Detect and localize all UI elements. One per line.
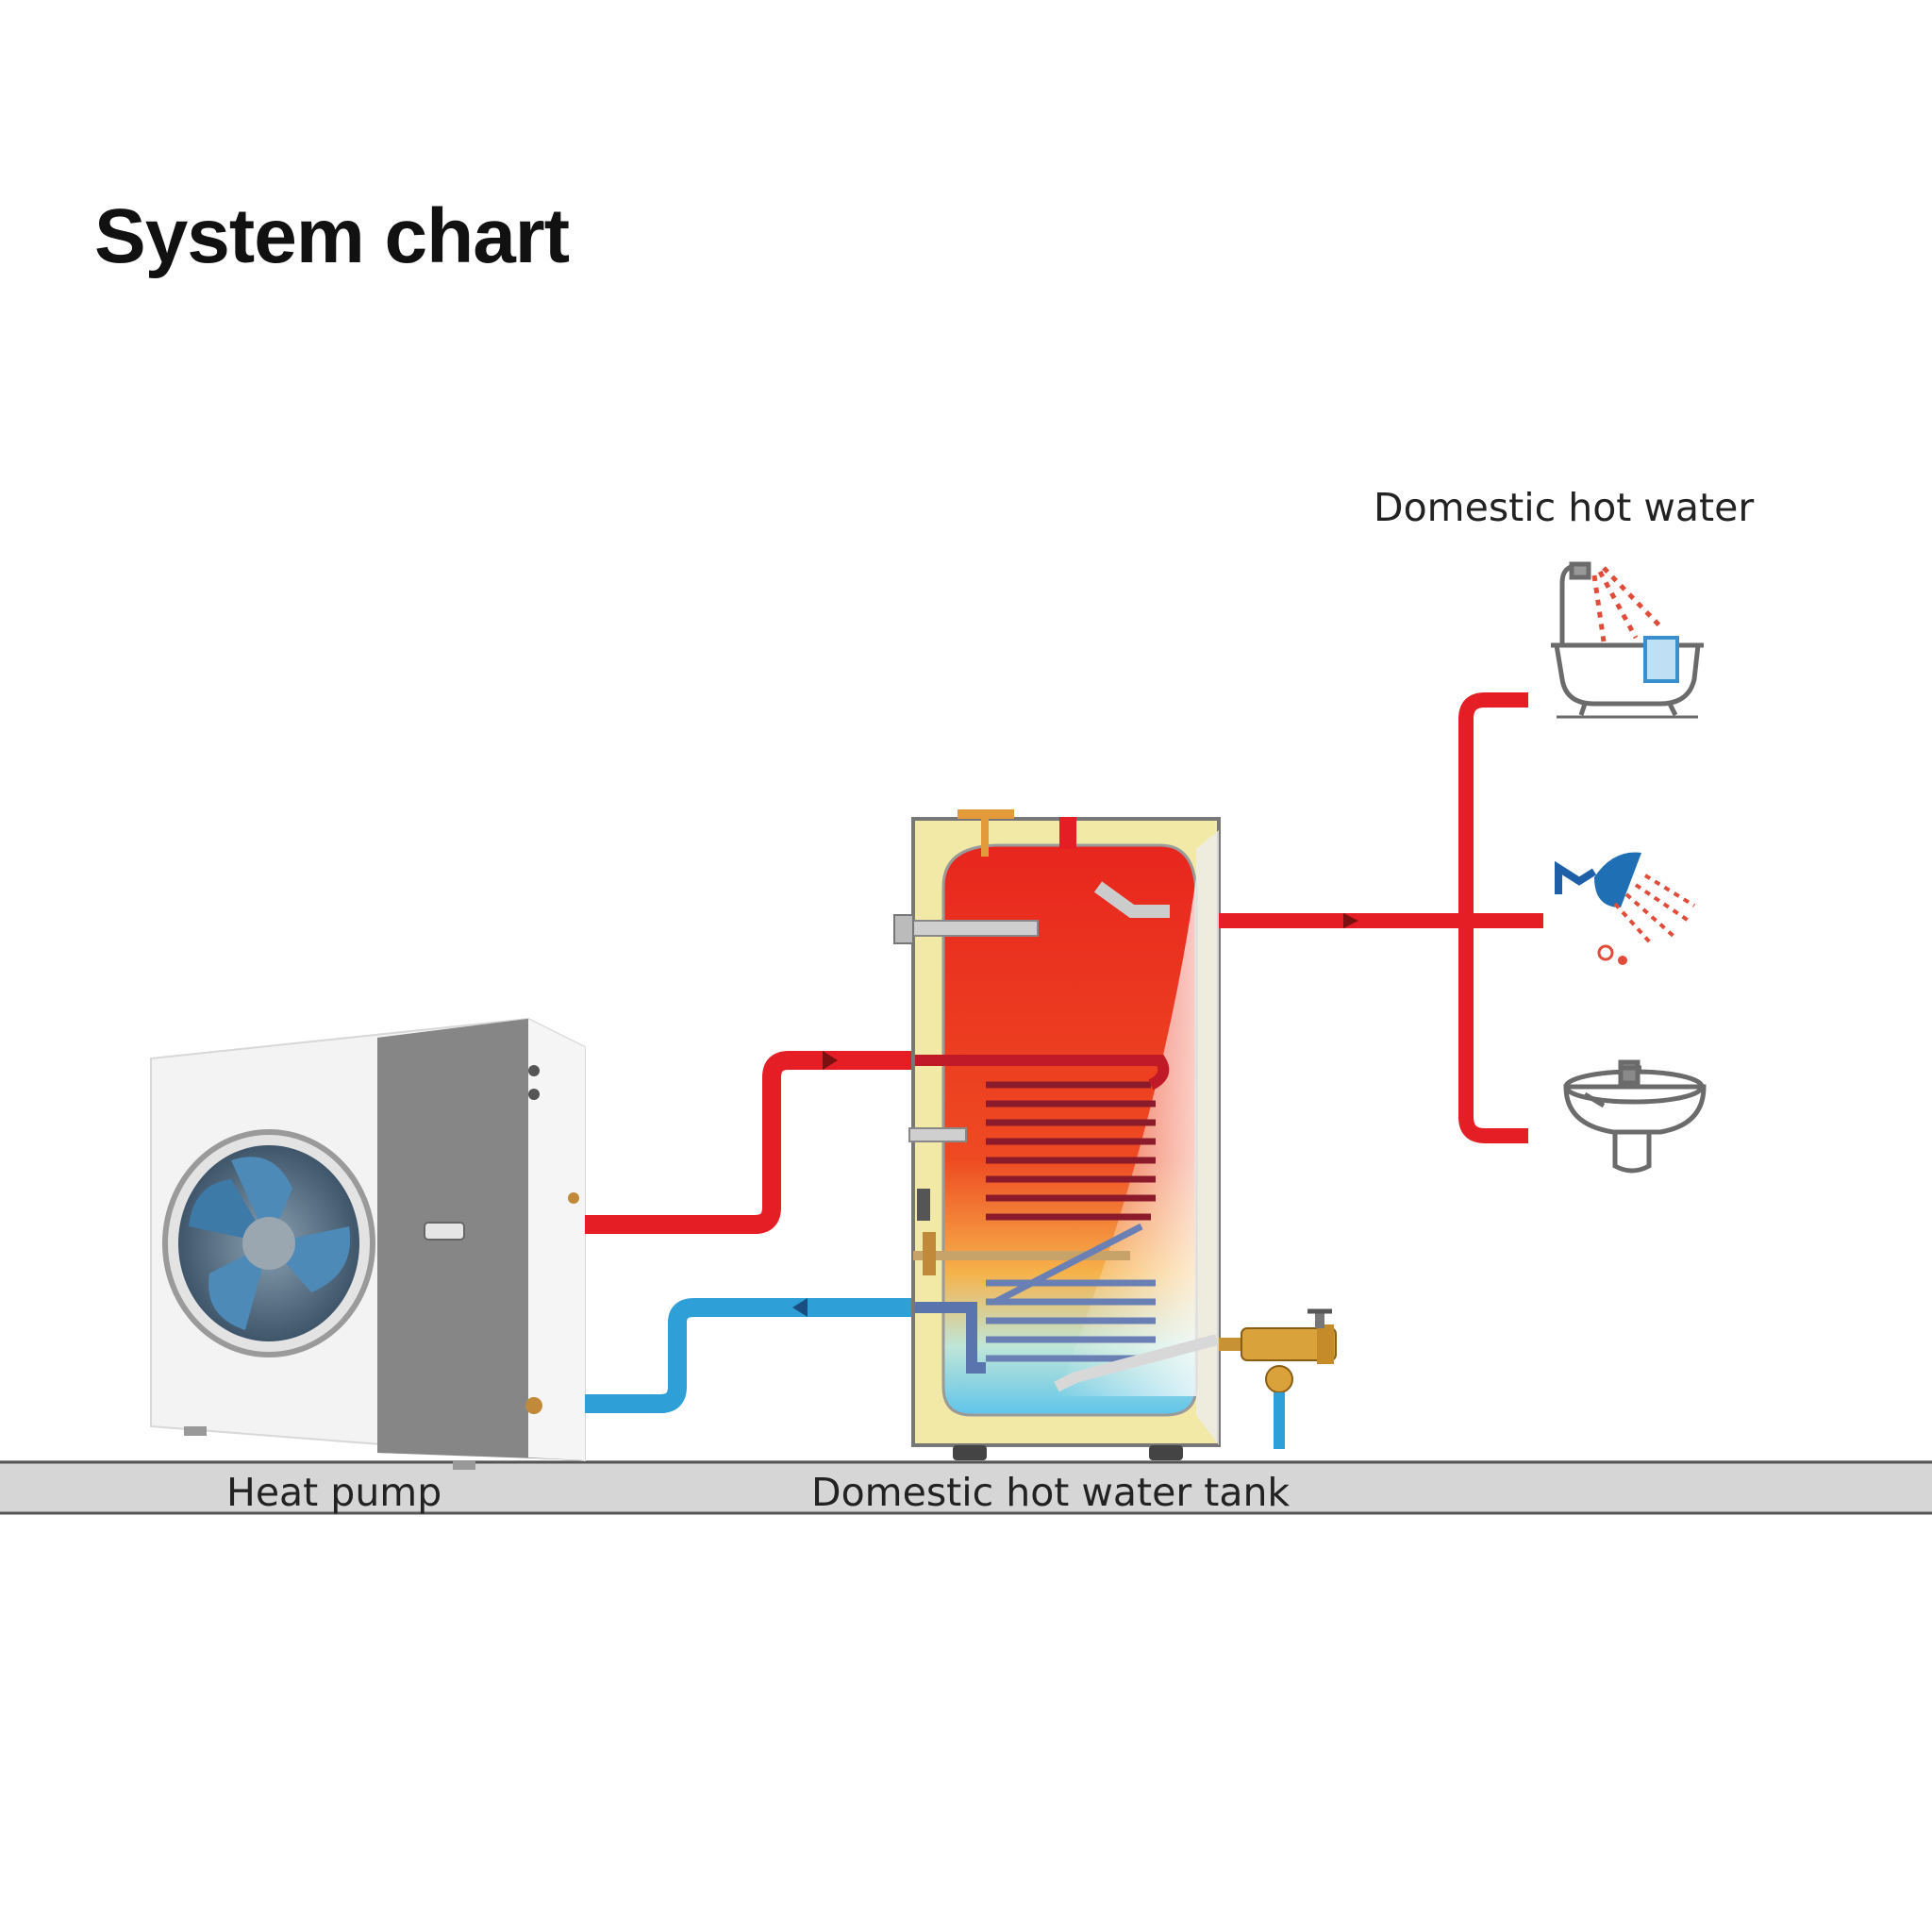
tank-label: Domestic hot water tank <box>811 1470 1291 1515</box>
cold-return-pipe <box>585 1298 915 1413</box>
bathtub-icon <box>1551 561 1704 719</box>
flow-arrow-icon <box>1343 913 1358 928</box>
shower-icon <box>1555 852 1696 965</box>
domestic-hot-water-label: Domestic hot water <box>1374 485 1755 530</box>
inlet-valve-icon <box>1219 1308 1337 1449</box>
floor <box>0 1460 1932 1515</box>
return-coil <box>986 1223 1156 1362</box>
hot-flow-pipe <box>585 1051 915 1234</box>
page-title: System chart <box>94 193 570 279</box>
handle <box>424 1222 465 1241</box>
domestic-hot-water-pipe <box>1219 692 1543 1143</box>
heating-coil <box>986 1081 1156 1221</box>
heat-pump-unit <box>150 1017 586 1470</box>
heat-pump-label: Heat pump <box>226 1470 442 1515</box>
fan-icon <box>162 1129 375 1357</box>
flow-arrow-icon <box>792 1298 808 1317</box>
washbasin-icon <box>1563 1059 1707 1174</box>
flow-arrow-icon <box>823 1051 838 1070</box>
hot-water-tank <box>893 809 1221 1460</box>
